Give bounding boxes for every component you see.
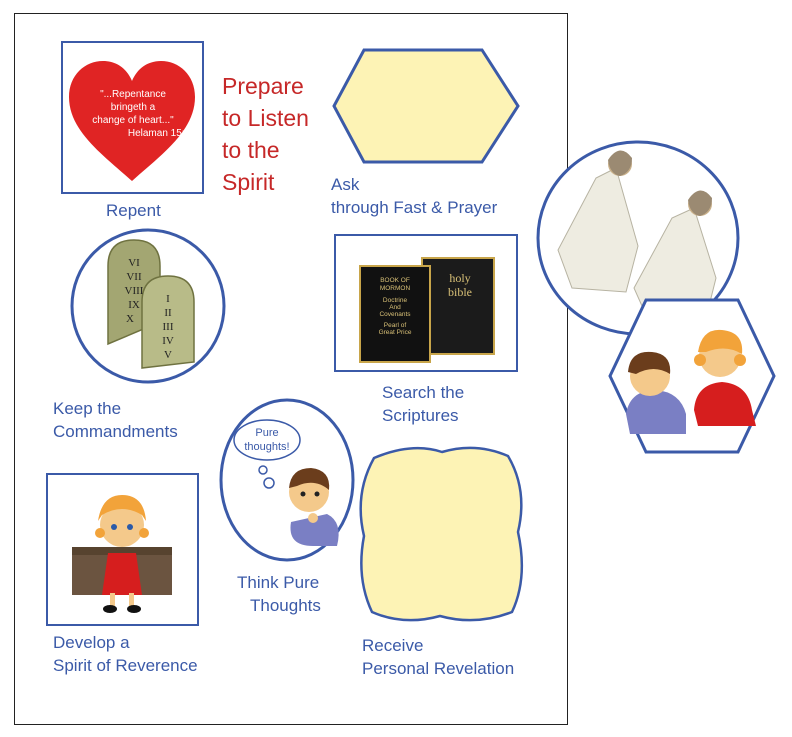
pure-thoughts-oval[interactable]: Pure thoughts! (217, 396, 357, 564)
title-line: to Listen (222, 105, 309, 131)
tablet-numeral: VII (126, 271, 142, 283)
revelation-blob[interactable] (352, 440, 528, 628)
ask-label-line2: through Fast & Prayer (331, 198, 498, 217)
heart-reference: Helaman 15:7 (128, 128, 191, 139)
book-title-line: Doctrine (383, 297, 408, 304)
revelation-label-line1: Receive (362, 636, 424, 655)
girl-on-bench-icon (72, 495, 172, 613)
scriptures-label-line2: Scriptures (382, 406, 459, 425)
tablet-numeral: II (164, 307, 172, 319)
thought-bubble-line: Pure (255, 427, 278, 439)
commandments-label-line2: Commandments (53, 422, 178, 441)
pure-label-line2: Thoughts (250, 596, 321, 615)
tablet-numeral: IX (128, 299, 140, 311)
thought-bubble-line: thoughts! (244, 441, 289, 453)
tablets-icon (107, 239, 195, 369)
cutout-heavenly-figures-oval[interactable] (534, 138, 742, 338)
praying-children-icon (626, 329, 756, 434)
bible-title-line: bible (448, 285, 472, 299)
thinking-boy-icon (289, 468, 339, 546)
heart-quote-line: "...Repentance (100, 89, 166, 100)
book-title-line: Covenants (379, 311, 411, 318)
tablet-numeral: V (164, 349, 172, 361)
revelation-label-line2: Personal Revelation (362, 659, 515, 678)
ask-label-line1: Ask (331, 175, 360, 194)
scriptures-frame[interactable]: BOOK OF MORMON Doctrine And Covenants Pe… (334, 234, 518, 372)
book-title-line: Great Price (379, 329, 412, 336)
tablet-numeral: III (163, 321, 174, 333)
ask-hexagon[interactable] (330, 46, 522, 166)
scriptures-label-line1: Search the (382, 383, 465, 402)
heart-quote-line: change of heart..." (92, 115, 174, 126)
thought-bubble (233, 419, 301, 461)
bible-title-line: holy (449, 271, 470, 285)
pure-label-line1: Think Pure (237, 573, 320, 592)
reverence-label-line2: Spirit of Reverence (53, 656, 198, 675)
tablet-numeral: VI (128, 257, 140, 269)
title-line: Spirit (222, 169, 275, 195)
reverence-frame[interactable] (46, 473, 199, 626)
commandments-circle[interactable]: VI VII VIII IX X I II III IV V (68, 226, 228, 386)
heart-icon: "...Repentance bringeth a change of hear… (69, 61, 195, 181)
book-title-line: BOOK OF (380, 277, 410, 284)
repent-frame[interactable]: "...Repentance bringeth a change of hear… (61, 41, 204, 194)
cutout-praying-children-hexagon[interactable] (606, 294, 778, 458)
reverence-label-line1: Develop a (53, 633, 130, 652)
repent-label: Repent (106, 201, 161, 220)
book-title-line: Pearl of (384, 322, 407, 329)
heart-quote-line: bringeth a (111, 102, 156, 113)
scriptures-books-icon: BOOK OF MORMON Doctrine And Covenants Pe… (359, 257, 495, 363)
page-title: Prepare to Listen to the Spirit (222, 70, 309, 198)
tablet-numeral: X (126, 313, 134, 325)
tablet-numeral: I (166, 293, 170, 305)
robed-figures-icon (557, 150, 717, 327)
tablet-numeral: IV (162, 335, 174, 347)
title-line: Prepare (222, 73, 304, 99)
commandments-label-line1: Keep the (53, 399, 122, 418)
tablet-numeral: VIII (125, 285, 144, 297)
book-title-line: And (389, 304, 401, 311)
book-title-line: MORMON (380, 285, 411, 292)
title-line: to the (222, 137, 280, 163)
